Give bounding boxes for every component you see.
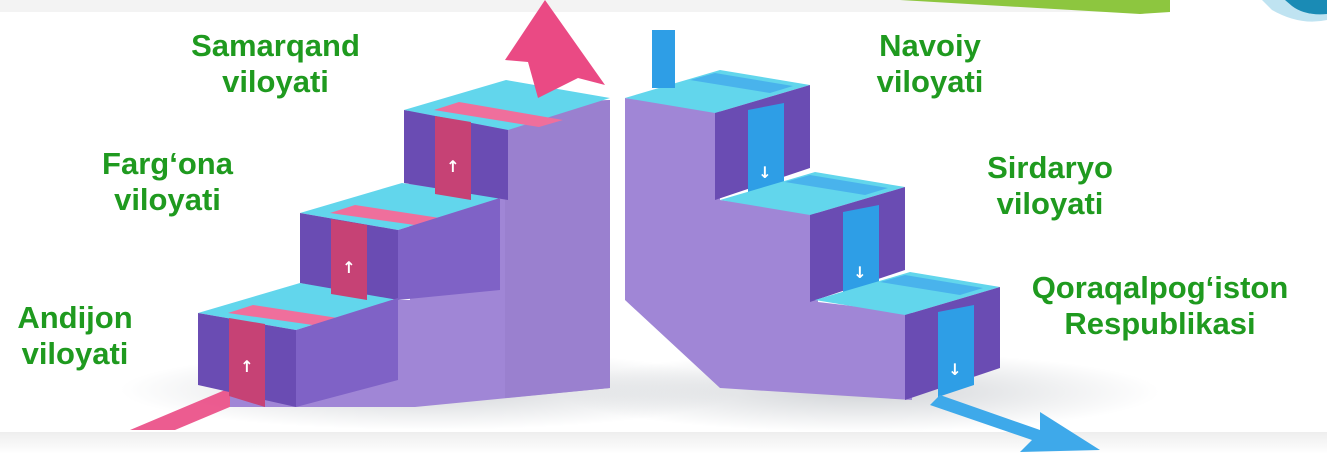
down-arrow-start: [652, 30, 675, 88]
label-line: Samarqand: [191, 28, 360, 63]
label-line: viloyati: [114, 182, 221, 217]
label-andijon: Andijon viloyati: [0, 300, 150, 372]
down-arrow-icon: ↓: [758, 163, 771, 182]
label-line: Farg‘ona: [102, 146, 233, 181]
up-arrow: [505, 0, 605, 98]
label-navoiy: Navoiy viloyati: [840, 28, 1020, 100]
label-line: Andijon: [17, 300, 133, 335]
label-line: viloyati: [876, 64, 984, 99]
up-arrow-icon: ↑: [446, 157, 459, 176]
label-line: viloyati: [222, 64, 329, 99]
label-qoraqalpogiston: Qoraqalpog‘iston Respublikasi: [1020, 270, 1300, 342]
label-line: Respublikasi: [1064, 306, 1256, 341]
label-line: Qoraqalpog‘iston: [1031, 270, 1289, 305]
label-line: viloyati: [21, 336, 129, 371]
up-arrow-icon: ↑: [240, 357, 253, 376]
floor-band: [0, 432, 1327, 454]
label-line: Navoiy: [879, 28, 981, 63]
down-arrow: [930, 395, 1100, 452]
ascending-staircase: ↑ ↑ ↑: [130, 0, 610, 430]
down-arrow-icon: ↓: [853, 263, 866, 282]
up-arrow-icon: ↑: [342, 258, 355, 277]
logo-fragment: [1262, 0, 1327, 22]
label-line: viloyati: [996, 186, 1104, 221]
descending-staircase: ↓ ↓ ↓: [625, 30, 1100, 452]
label-fargona: Farg‘ona viloyati: [80, 146, 255, 218]
top-bar: [0, 0, 1170, 14]
label-samarqand: Samarqand viloyati: [168, 28, 383, 100]
down-arrow-icon: ↓: [948, 360, 961, 379]
label-sirdaryo: Sirdaryo viloyati: [955, 150, 1145, 222]
label-line: Sirdaryo: [987, 150, 1113, 185]
